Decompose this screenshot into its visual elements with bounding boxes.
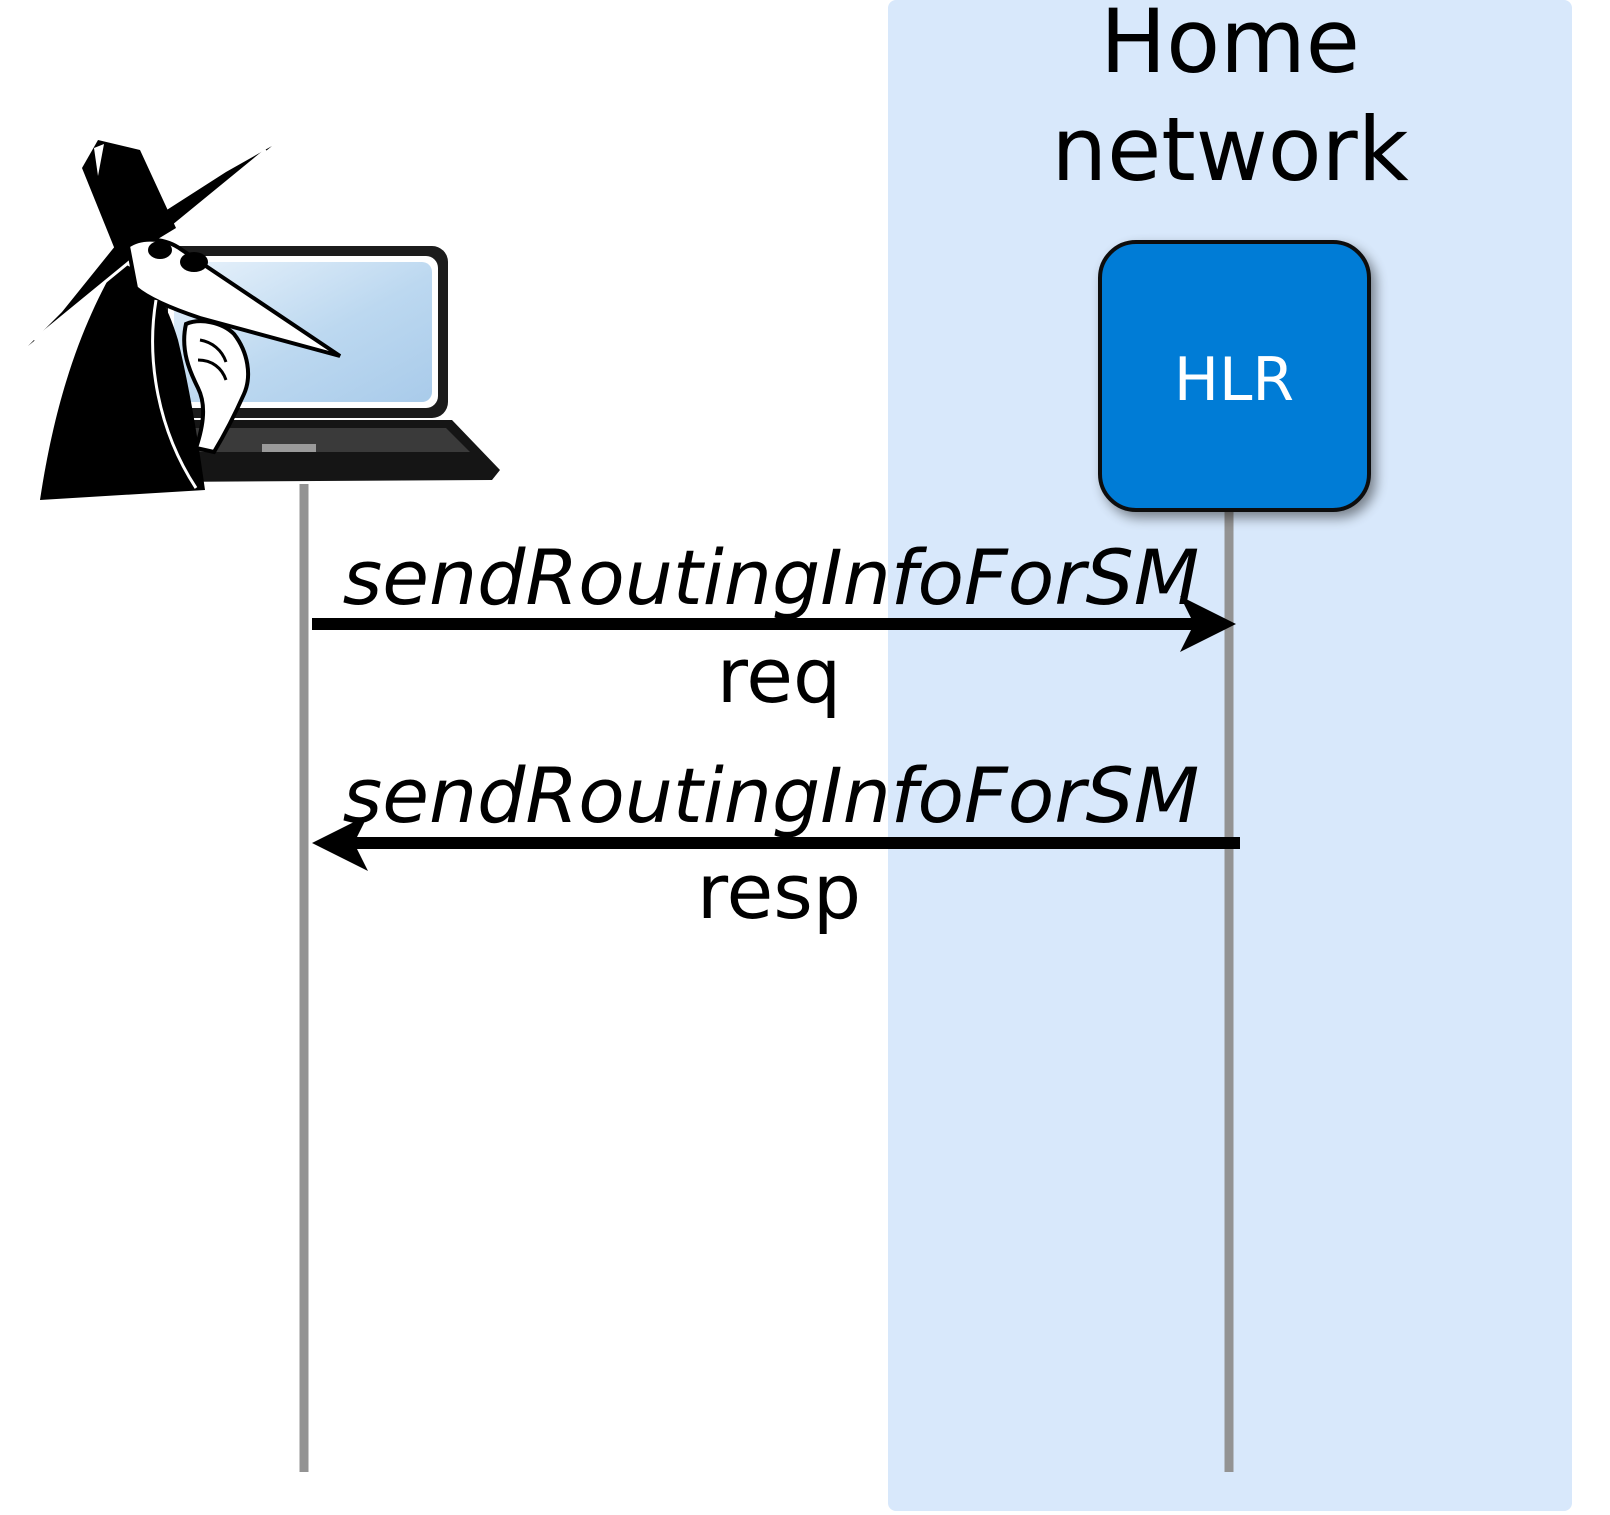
zone-title-line2: network	[1051, 98, 1408, 201]
hlr-node	[1098, 240, 1371, 512]
response-message-name: sendRoutingInfoForSM	[343, 751, 1200, 840]
request-message-name: sendRoutingInfoForSM	[343, 533, 1200, 622]
spy-at-laptop-icon	[28, 140, 500, 500]
response-message: sendRoutingInfoForSM resp	[312, 751, 1240, 936]
request-message: sendRoutingInfoForSM req	[312, 533, 1236, 720]
hlr-label: HLR	[1174, 345, 1294, 415]
request-arrowhead	[1180, 596, 1236, 652]
request-message-type: req	[717, 631, 842, 720]
zone-title-line1: Home	[1100, 0, 1360, 93]
response-message-type: resp	[697, 847, 861, 936]
response-arrowhead	[312, 815, 368, 871]
